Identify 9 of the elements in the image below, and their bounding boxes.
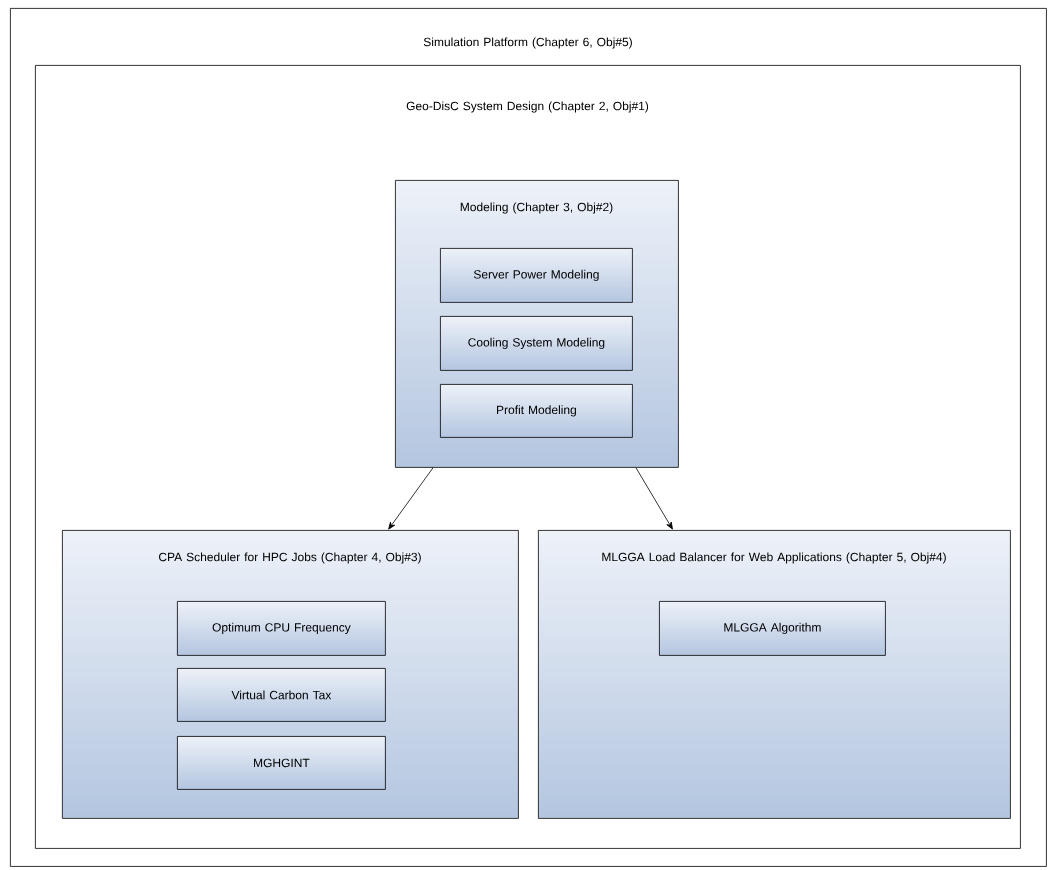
arrow xyxy=(635,467,673,530)
process-box: Cooling System Modeling xyxy=(440,316,633,371)
process-box: MLGGA Algorithm xyxy=(659,601,886,656)
process-box: MGHGINT xyxy=(177,736,386,790)
process-box: Profit Modeling xyxy=(440,384,633,438)
process-box: Virtual Carbon Tax xyxy=(177,668,386,722)
process-box: Server Power Modeling xyxy=(440,248,633,303)
process-box: Optimum CPU Frequency xyxy=(177,601,386,656)
arrow xyxy=(388,467,434,530)
